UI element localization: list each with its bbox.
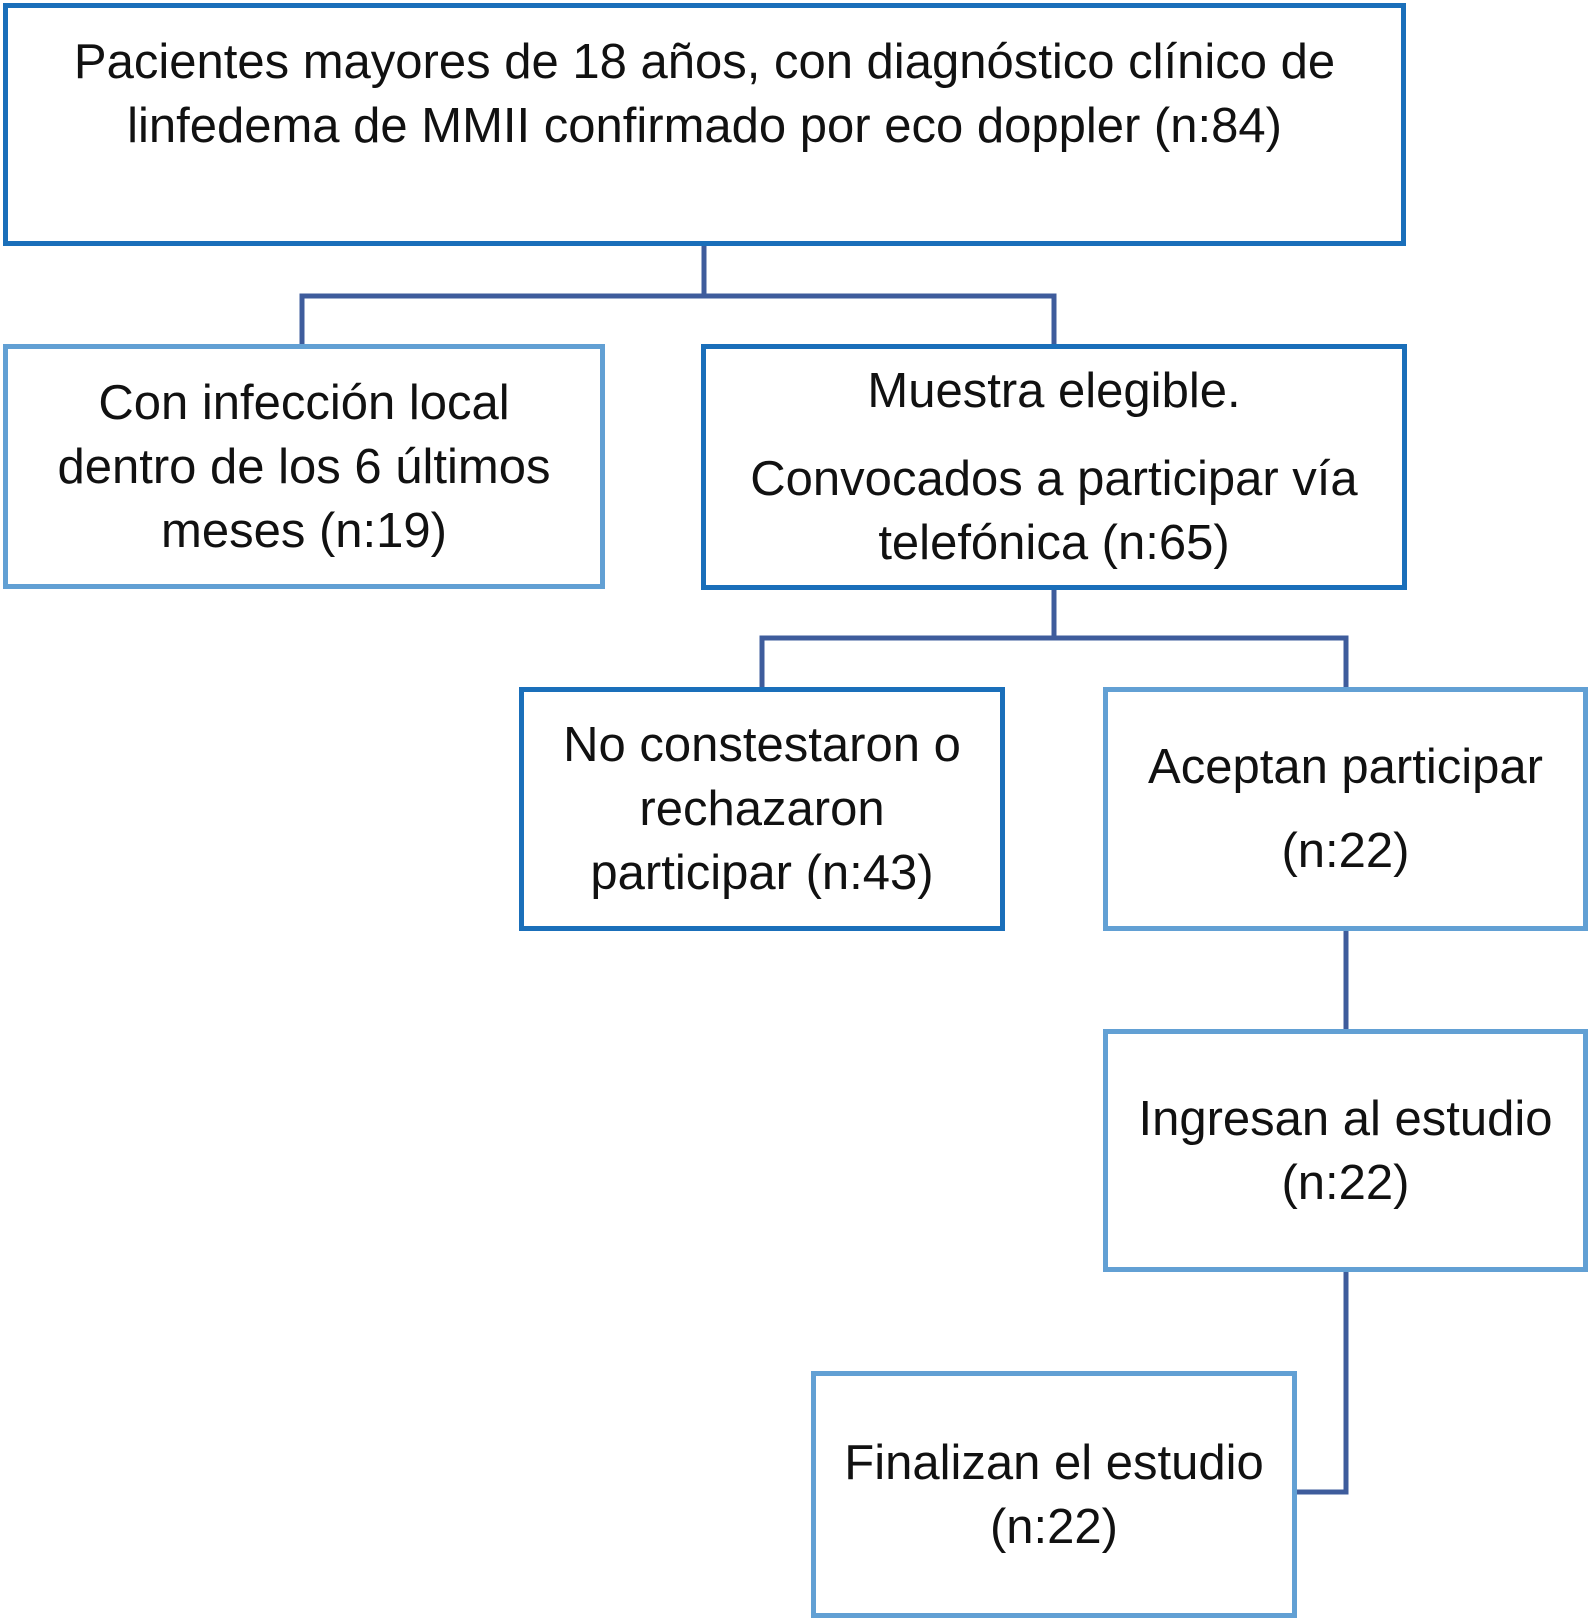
completed-box: Finalizan el estudio (n:22) xyxy=(811,1371,1297,1618)
connector-population-to-branches xyxy=(299,246,707,344)
population-box: Pacientes mayores de 18 años, con diagnó… xyxy=(3,3,1406,246)
enrolled-box: Ingresan al estudio (n:22) xyxy=(1103,1029,1588,1272)
eligible-sample-line-3: telefónica (n:65) xyxy=(878,516,1230,570)
no-response-box: No constestaron o rechazaron participar … xyxy=(519,687,1005,931)
no-response-line-3: participar (n:43) xyxy=(590,846,934,900)
excluded-infection-line-2: dentro de los 6 últimos xyxy=(57,439,551,494)
eligible-sample-box: Muestra elegible. Convocados a participa… xyxy=(701,344,1407,590)
enrolled-line-2: (n:22) xyxy=(1281,1155,1410,1210)
completed-line-1: Finalizan el estudio xyxy=(844,1435,1264,1490)
no-response-line-2: rechazaron xyxy=(639,782,885,836)
completed-line-2: (n:22) xyxy=(989,1499,1118,1554)
eligible-sample-line-2: Convocados a participar vía xyxy=(750,452,1358,506)
accept-line-1: Aceptan participar xyxy=(1148,740,1543,794)
connector-population-to-eligible xyxy=(704,293,1057,344)
accept-line-2: (n:22) xyxy=(1281,824,1410,878)
enrolled-line-1: Ingresan al estudio xyxy=(1138,1091,1553,1146)
accept-box: Aceptan participar (n:22) xyxy=(1103,687,1588,931)
excluded-infection-line-3: meses (n:19) xyxy=(161,503,447,558)
connector-eligible-to-accept xyxy=(1054,635,1349,687)
connector-enrolled-to-completed xyxy=(1297,1272,1349,1495)
no-response-line-1: No constestaron o xyxy=(563,718,961,772)
excluded-infection-box: Con infección local dentro de los 6 últi… xyxy=(3,344,605,589)
population-line-1: Pacientes mayores de 18 años, con diagnó… xyxy=(73,34,1336,89)
excluded-infection-line-1: Con infección local xyxy=(98,375,510,430)
eligible-sample-line-1: Muestra elegible. xyxy=(867,364,1241,418)
connector-eligible-to-branches xyxy=(759,590,1057,687)
population-line-2: linfedema de MMII confirmado por eco dop… xyxy=(127,98,1282,153)
